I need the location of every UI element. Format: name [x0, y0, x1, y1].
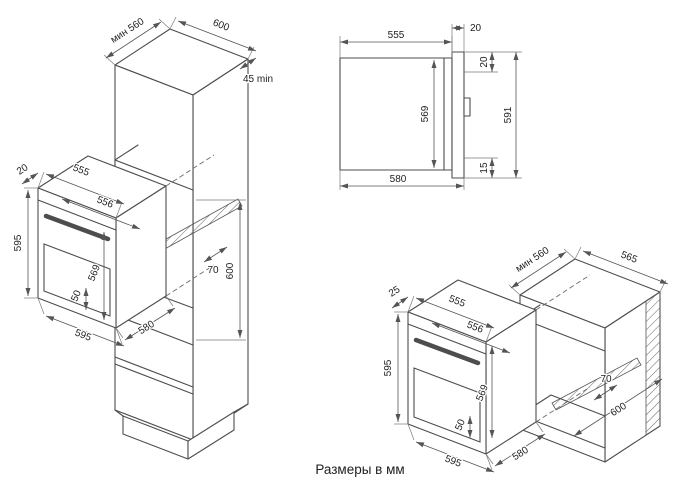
dim-oven-front-height: 595 — [12, 187, 38, 299]
oven-isometric — [407, 279, 537, 455]
oven-isometric — [37, 155, 167, 329]
dim-label: 20 — [470, 23, 482, 34]
dim-label: 591 — [503, 106, 514, 123]
dim-top-gap: 20 — [464, 51, 522, 73]
plinth-side — [187, 411, 235, 460]
dim-label: мин 560 — [514, 245, 552, 275]
insertion-guide — [535, 386, 591, 423]
dim-niche-height: 600 — [196, 199, 246, 341]
side-panel-hatch — [645, 291, 661, 436]
units-caption: Размеры в мм — [315, 462, 404, 477]
dim-body-depth: 555 — [339, 29, 453, 58]
dim-label: 600 — [225, 262, 236, 279]
dim-front-overhang: 20 — [14, 161, 39, 185]
dim-bottom-gap: 15 — [464, 157, 498, 178]
oven-body-side — [339, 57, 453, 171]
dim-label: 595 — [443, 454, 463, 470]
dim-frame-thickness: 20 — [451, 22, 483, 52]
dim-label: 20 — [479, 56, 490, 68]
dim-oven-front-height: 595 — [382, 311, 408, 425]
dim-label: 600 — [211, 18, 231, 34]
insertion-guide — [165, 264, 215, 297]
oven-front-frame — [451, 51, 465, 179]
dim-label: 580 — [390, 174, 407, 185]
oven-handle-side — [463, 97, 471, 117]
side-view-diagram: 555 20 569 20 591 15 580 — [339, 22, 522, 190]
dim-label: мин 560 — [109, 16, 147, 46]
dim-label: 15 — [479, 162, 490, 174]
dim-label: 70 — [600, 374, 612, 385]
dim-front-overhang: 25 — [386, 283, 409, 309]
dim-label: 569 — [420, 105, 431, 122]
dim-label: 20 — [15, 162, 31, 178]
dim-body-height: 569 — [419, 60, 437, 168]
insertion-guide — [535, 274, 591, 311]
dim-label: 595 — [383, 359, 394, 376]
dim-label: 45 min — [243, 74, 273, 85]
dim-label: 595 — [13, 234, 24, 251]
dim-overall-depth: 580 — [339, 170, 465, 190]
insertion-guide — [165, 154, 215, 187]
dim-shelf-setback: 70 — [203, 246, 228, 277]
dim-label: 595 — [73, 328, 93, 344]
dim-overall-height: 591 — [464, 52, 522, 179]
dim-label: 555 — [388, 30, 405, 41]
dim-label: 565 — [619, 250, 639, 266]
tall-cabinet-diagram: мин 560 600 45 min 20 555 556 595 — [12, 15, 274, 460]
dim-label: 70 — [207, 265, 219, 276]
dim-label: 580 — [511, 445, 531, 464]
dim-vent-gap: 45 min — [239, 57, 274, 86]
under-counter-diagram: мин 560 565 25 555 556 595 569 — [382, 244, 669, 473]
dim-label: 25 — [387, 284, 403, 300]
